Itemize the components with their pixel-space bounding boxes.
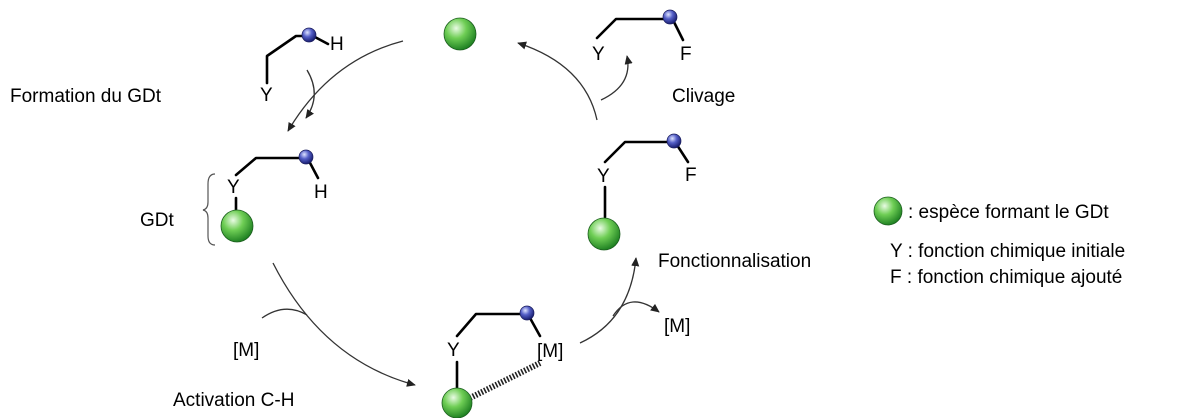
substrate-molecule: H Y <box>260 27 344 106</box>
gdt-carbon-sphere <box>298 149 314 165</box>
legend-f-text: F : fonction chimique ajouté <box>890 267 1122 288</box>
metal-carbon-dashed-bond <box>468 360 542 401</box>
step-label-functionalisation: Fonctionnalisation <box>658 251 811 272</box>
gdt-green-sphere <box>220 209 254 243</box>
substrate-h-atom: H <box>330 34 344 55</box>
metallacycle-y-atom: Y <box>447 340 460 361</box>
free-directing-species-sphere <box>443 17 477 51</box>
product-out-arrow <box>600 55 633 101</box>
substrate-y-atom: Y <box>260 85 273 106</box>
functionalised-green-sphere <box>587 217 621 251</box>
product-y-atom: Y <box>592 44 605 65</box>
gdt-label: GDt <box>140 210 175 231</box>
step-label-activation: Activation C-H <box>173 390 294 411</box>
step-label-cleavage: Clivage <box>672 86 735 107</box>
legend-green-sphere <box>873 196 903 226</box>
metal-out-arrow <box>612 301 660 317</box>
metal-in-arrow <box>261 308 308 319</box>
gdt-brace <box>202 173 216 246</box>
functionalised-intermediate: Y F <box>587 133 697 251</box>
metallacycle-intermediate: Y [M] <box>441 305 563 418</box>
metallacycle-green-sphere <box>441 387 473 418</box>
functionalised-carbon-sphere <box>666 133 682 149</box>
legend-sphere-text: : espèce formant le GDt <box>908 202 1109 223</box>
legend-y-text: Y : fonction chimique initiale <box>890 241 1125 262</box>
functionalised-f-atom: F <box>685 165 697 186</box>
cycle-arrow-formation <box>287 40 404 132</box>
released-product: Y F <box>592 9 692 65</box>
metallacycle-carbon-sphere <box>519 305 535 321</box>
cycle-arrow-cleavage <box>517 41 598 121</box>
metal-reagent-in: [M] <box>233 340 259 361</box>
gdt-y-atom: Y <box>227 177 240 198</box>
metallacycle-metal: [M] <box>537 341 563 362</box>
legend: : espèce formant le GDt Y : fonction chi… <box>873 196 1125 288</box>
cycle-arrow-activation <box>272 262 416 387</box>
cycle-arrow-functionalisation <box>579 257 640 344</box>
product-f-atom: F <box>680 44 692 65</box>
metal-released: [M] <box>664 316 690 337</box>
step-label-formation: Formation du GDt <box>10 86 162 107</box>
reagent-in-arrow <box>305 69 315 119</box>
substrate-carbon-sphere <box>301 27 317 43</box>
gdt-intermediate: Y H <box>220 149 328 243</box>
gdt-h-atom: H <box>314 182 328 203</box>
product-carbon-sphere <box>662 9 678 25</box>
functionalised-y-atom: Y <box>597 166 610 187</box>
